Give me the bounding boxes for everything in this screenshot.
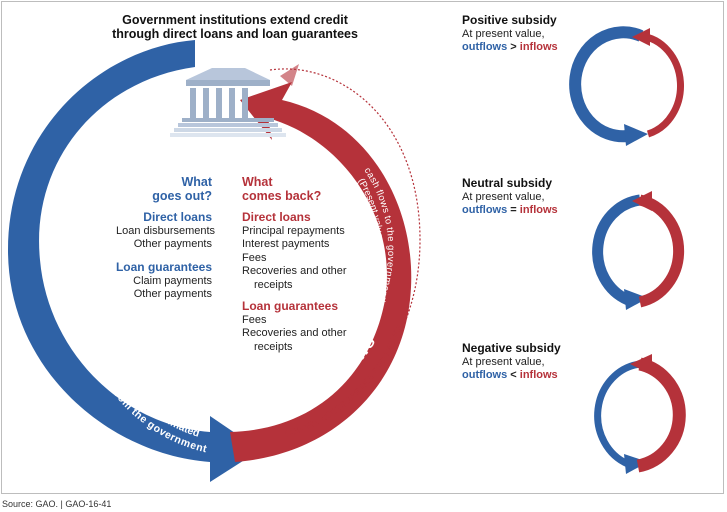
neutral-subsidy-text: Neutral subsidy At present value, outflo…: [462, 176, 558, 216]
cash-outflows-arc: [8, 40, 260, 482]
neutral-subsidy-circle: [592, 191, 685, 310]
subsidy-dotted-arrowhead: [280, 64, 299, 86]
negative-subsidy-circle: [594, 354, 686, 474]
cash-inflows-arc: [230, 82, 412, 462]
cash-outflows-label: CASH OUTFLOWS: [63, 144, 104, 320]
goes-out-guarantee-block: Loan guarantees Claim payments Other pay…: [115, 260, 212, 300]
government-building-icon: [170, 68, 286, 137]
figure-frame: [1, 1, 724, 494]
positive-subsidy-circle: [569, 26, 684, 146]
goes-out-direct-block: Direct loans Loan disbursements Other pa…: [116, 210, 216, 250]
comes-back-guarantee-block: Loan guarantees Fees Recoveries and othe…: [242, 299, 347, 353]
negative-subsidy-text: Negative subsidy At present value, outfl…: [462, 341, 561, 381]
positive-subsidy-text: Positive subsidy At present value, outfl…: [462, 13, 558, 53]
figure-title: Government institutions extend credit th…: [112, 13, 358, 41]
comes-back-heading: What comes back?: [242, 175, 322, 203]
goes-out-heading: What goes out?: [152, 175, 212, 203]
source-note: Source: GAO. | GAO-16-41: [2, 499, 112, 509]
comes-back-direct-block: Direct loans Principal repayments Intere…: [242, 210, 347, 291]
